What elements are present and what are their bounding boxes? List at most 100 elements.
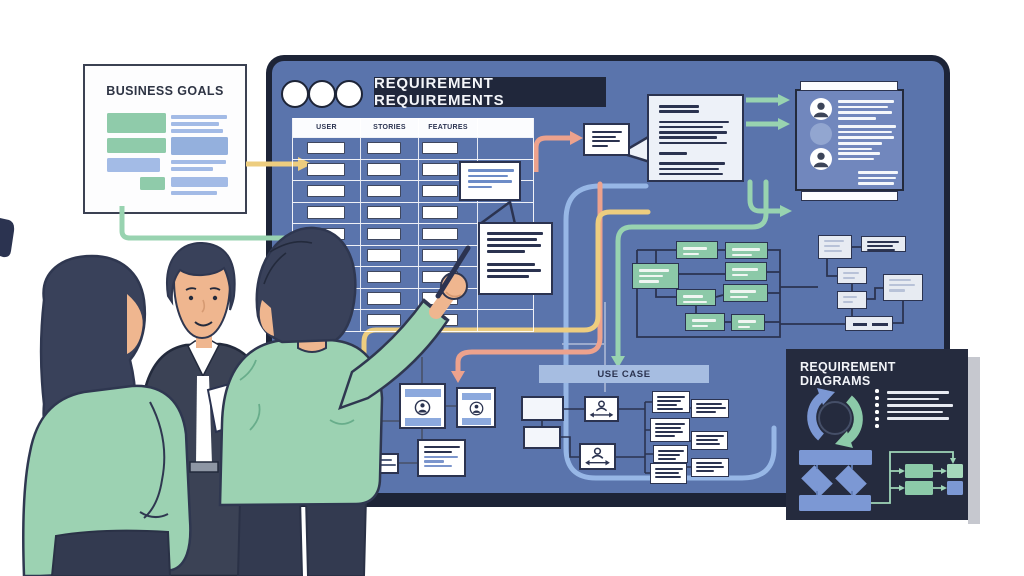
business-goals-panel: BUSINESS GOALS	[83, 64, 247, 214]
profile-card	[399, 383, 446, 429]
use-case-note	[652, 391, 690, 413]
stakeholder-panel	[795, 89, 904, 191]
green-flow-box	[725, 242, 768, 259]
table-cell-chip	[422, 270, 458, 283]
actor-card	[584, 396, 619, 422]
table-cell-chip	[422, 184, 458, 197]
table-cell-chip	[307, 206, 345, 219]
flow-box-small	[947, 464, 963, 478]
table-cell-chip	[307, 163, 345, 176]
table-cell	[361, 224, 419, 245]
window-dot-icon	[335, 80, 363, 108]
table-cell-chip	[422, 206, 458, 219]
connector-salmon	[455, 181, 603, 374]
use-case-note	[653, 445, 688, 463]
green-flow-box	[685, 313, 725, 331]
table-cell	[419, 310, 478, 331]
business-goals-title: BUSINESS GOALS	[106, 84, 224, 98]
avatar-icon	[414, 399, 431, 416]
avatar-circle-icon	[810, 123, 832, 145]
card-connectors	[379, 357, 456, 464]
table-header-cell: FEATURES	[419, 119, 478, 137]
table-cell-chip	[307, 141, 345, 154]
flow-bar	[799, 495, 871, 511]
use-case-note	[650, 418, 690, 442]
panel-shadow	[968, 357, 980, 524]
table-cell-chip	[422, 249, 458, 262]
table-cell-chip	[307, 292, 345, 305]
diagrams-panel-title: REQUIREMENT DIAGRAMS	[800, 360, 896, 388]
avatar-icon	[469, 401, 484, 416]
use-case-note	[650, 463, 687, 484]
table-cell	[293, 224, 361, 245]
note-card	[417, 439, 466, 477]
cycle-arrows-icon	[807, 388, 863, 448]
grey-flow-box	[837, 267, 867, 284]
use-case-bar: USE CASE	[539, 365, 709, 383]
table-cell-chip	[422, 292, 458, 305]
table-cell	[478, 310, 533, 331]
table-cell	[361, 245, 419, 266]
table-cell-chip	[422, 163, 458, 176]
green-flow-box	[725, 262, 767, 281]
green-flow-box	[723, 284, 768, 302]
table-cell	[293, 138, 361, 159]
note-card-partial	[357, 411, 379, 454]
grey-flow-connectors	[826, 246, 904, 324]
table-cell	[361, 310, 419, 331]
table-row	[293, 309, 533, 331]
table-cell-chip	[367, 292, 401, 305]
arrow-green-from-goals	[119, 206, 294, 241]
flow-box-green	[905, 464, 933, 478]
flow-box-small	[947, 481, 963, 495]
use-case-note	[691, 458, 729, 477]
table-header-cell: USER	[293, 119, 361, 137]
note-card-partial	[356, 453, 399, 474]
table-cell-chip	[367, 313, 401, 326]
table-row	[293, 201, 533, 223]
green-flow-box	[676, 241, 718, 259]
green-flow-box	[676, 289, 716, 306]
table-header-cell	[478, 119, 533, 137]
window-dot-icon	[281, 80, 309, 108]
goal-block	[140, 177, 165, 190]
goal-block	[107, 158, 160, 172]
table-cell-chip	[367, 206, 401, 219]
table-cell	[293, 159, 361, 180]
use-case-note	[691, 399, 729, 418]
small-note	[583, 123, 630, 156]
table-cell	[419, 224, 478, 245]
table-cell	[361, 288, 419, 309]
table-cell	[293, 202, 361, 223]
green-flow-connectors	[636, 249, 845, 338]
stakeholder-text-lines	[838, 100, 894, 123]
sticky-note-text	[478, 222, 553, 295]
table-cell	[419, 202, 478, 223]
table-cell-chip	[367, 184, 401, 197]
table-cell	[361, 159, 419, 180]
goal-block	[107, 113, 166, 133]
table-cell-chip	[422, 141, 458, 154]
table-cell	[293, 310, 361, 331]
flow-bar	[799, 450, 872, 465]
table-row	[293, 158, 533, 180]
use-case-box	[523, 426, 561, 449]
table-cell	[419, 267, 478, 288]
panel-flow-connectors	[816, 451, 956, 504]
table-cell	[361, 267, 419, 288]
use-case-label: USE CASE	[597, 368, 651, 380]
table-cell	[419, 288, 478, 309]
table-cell-chip	[367, 163, 401, 176]
use-case-note	[691, 431, 728, 450]
table-cell	[361, 181, 419, 202]
table-cell	[478, 138, 533, 159]
board-title-banner: REQUIREMENT REQUIREMENTS	[374, 75, 606, 109]
table-cell	[293, 181, 361, 202]
table-cell-chip	[367, 227, 401, 240]
actor-card	[579, 443, 616, 470]
avatar-icon	[810, 98, 832, 120]
table-cell-chip	[307, 184, 345, 197]
table-header-cell: STORIES	[361, 119, 419, 137]
window-dot-icon	[308, 80, 336, 108]
